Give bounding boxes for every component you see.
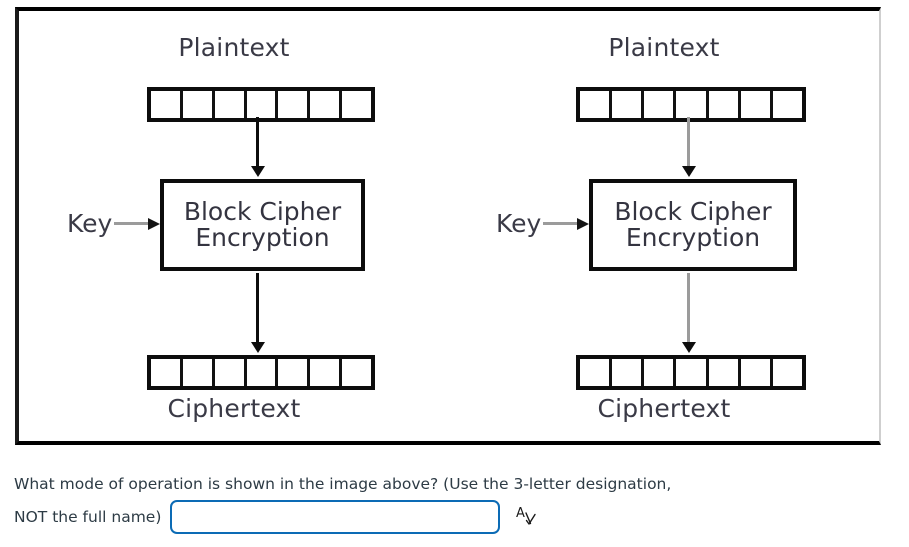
key-input-group-right: Key [496,209,590,238]
block-cell [644,91,677,118]
plaintext-block-right [576,87,806,122]
plaintext-label-right: Plaintext [608,33,720,62]
cipher-box-line2: Encryption [625,223,761,252]
block-cell [709,91,741,118]
arrow-head-icon [251,342,265,353]
block-cell [342,359,371,386]
arrow-head-icon [251,166,265,177]
block-cell [278,359,311,386]
block-cell [151,91,183,118]
plaintext-label-left: Plaintext [178,33,290,62]
arrow-head-icon [577,217,590,230]
cipher-box-line1: Block Cipher [183,197,342,226]
question-text-line2: NOT the full name) [14,507,162,526]
ciphertext-block-right [576,355,806,390]
question-text-line1: What mode of operation is shown in the i… [14,475,672,493]
block-cell [612,91,645,118]
block-cell [215,359,247,386]
block-cell [612,359,645,386]
block-cell [741,91,773,118]
block-cell [644,359,677,386]
block-cell [310,359,343,386]
arrow-head-icon [682,166,696,177]
arrow-plaintext-to-cipher-left [249,117,267,177]
cipher-box-line1: Block Cipher [614,197,772,226]
ciphertext-label-left: Ciphertext [167,394,301,423]
arrow-head-icon [148,217,161,230]
spellcheck-icon[interactable]: A [514,504,540,530]
question-area: What mode of operation is shown in the i… [14,472,894,534]
block-cell [151,359,183,386]
arrow-shaft [687,273,690,344]
block-cell [215,91,247,118]
cipher-box-line2: Encryption [195,223,330,252]
arrow-plaintext-to-cipher-right [680,117,698,177]
arrow-cipher-to-ciphertext-left [249,273,267,353]
answer-row: NOT the full name) A [14,499,894,534]
diagram-left: Plaintext Key Block Cipher Encryption [19,11,449,441]
block-cell [709,359,741,386]
key-label-right: Key [496,209,542,238]
block-cell [580,91,613,118]
key-input-group-left: Key [67,209,161,238]
block-cell [247,359,279,386]
ciphertext-block-left [147,355,375,390]
arrow-shaft [256,273,259,344]
diagram-right: Plaintext Key Block Cipher Encryption [449,11,879,441]
ciphertext-label-right: Ciphertext [597,394,731,423]
arrow-cipher-to-ciphertext-right [680,273,698,353]
block-cell [676,359,709,386]
key-arrow-right [543,217,590,230]
arrow-shaft [687,117,690,168]
block-cell [773,91,802,118]
svg-text:A: A [516,506,525,521]
block-cipher-encryption-box-right: Block Cipher Encryption [589,179,797,271]
answer-input[interactable] [170,499,501,534]
block-cell [310,91,343,118]
block-cell [278,91,311,118]
block-cell [773,359,802,386]
arrow-shaft [256,117,259,168]
key-label-left: Key [67,209,113,238]
block-cell [183,91,215,118]
arrow-shaft [543,221,580,225]
block-cipher-encryption-box-left: Block Cipher Encryption [160,179,365,271]
figure-frame: Plaintext Key Block Cipher Encryption [15,7,881,445]
block-cell [342,91,371,118]
block-cell [247,91,279,118]
block-cell [741,359,773,386]
arrow-shaft [114,221,151,225]
block-cell [183,359,215,386]
block-cell [676,91,709,118]
key-arrow-left [114,217,161,230]
arrow-head-icon [682,342,696,353]
plaintext-block-left [147,87,375,122]
block-cell [580,359,613,386]
